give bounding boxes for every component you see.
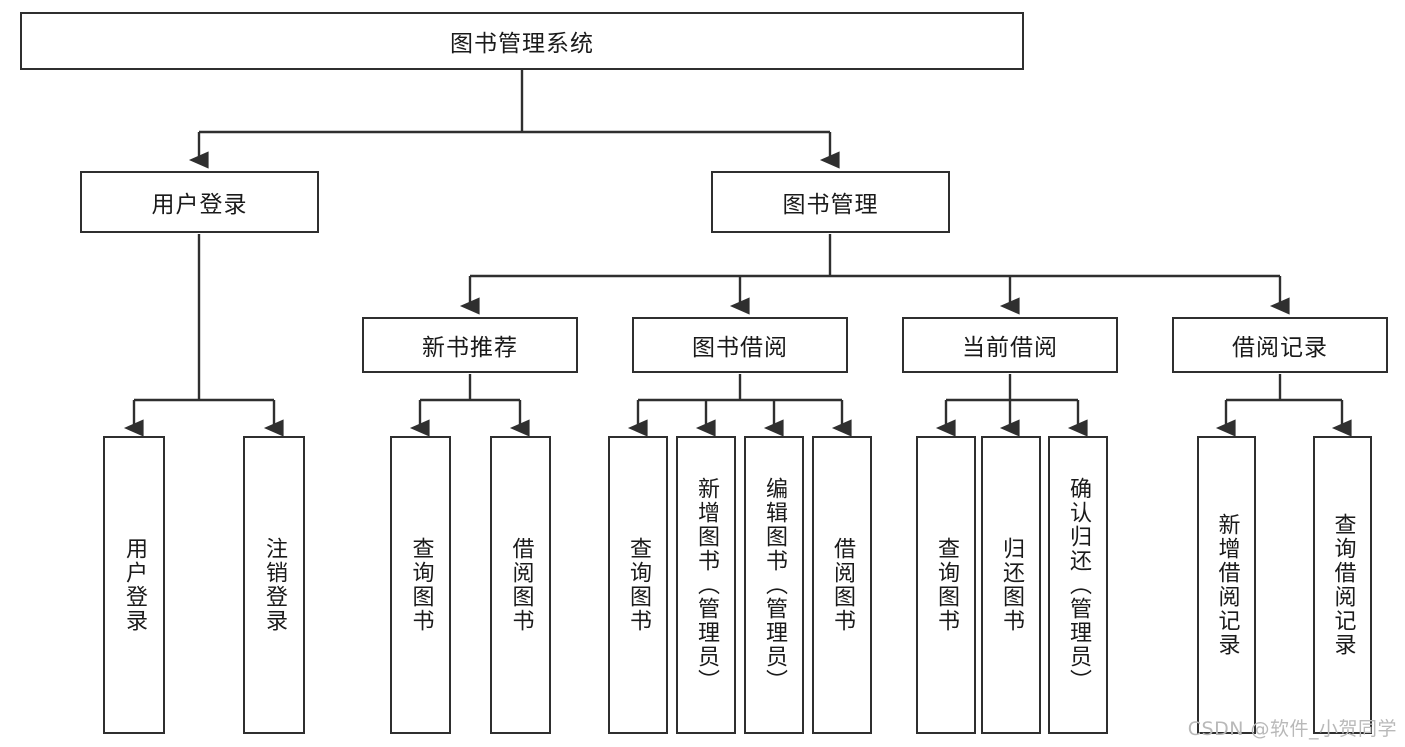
node-label: 图书管理系统 — [450, 31, 594, 57]
node-label: 图书管理 — [782, 192, 879, 218]
node-label: 编辑图书（管理员） — [761, 477, 787, 693]
node-label: 当前借阅 — [962, 335, 1058, 361]
node-label: 查询图书 — [933, 537, 959, 633]
node-leaf-edit-book-admin[interactable]: 编辑图书（管理员） — [744, 436, 804, 734]
node-label: 查询借阅记录 — [1330, 513, 1356, 657]
node-label: 用户登录 — [121, 537, 147, 633]
node-leaf-query-borrow-record[interactable]: 查询借阅记录 — [1313, 436, 1372, 734]
node-label: 新增借阅记录 — [1214, 513, 1240, 657]
node-book-manage[interactable]: 图书管理 — [711, 171, 950, 233]
node-label: 借阅图书 — [829, 537, 855, 633]
node-new-book-recommend[interactable]: 新书推荐 — [362, 317, 578, 373]
node-label: 确认归还（管理员） — [1065, 477, 1091, 693]
node-leaf-borrow-book-2[interactable]: 借阅图书 — [812, 436, 872, 734]
node-label: 查询图书 — [625, 537, 651, 633]
node-label: 注销登录 — [261, 537, 287, 633]
node-leaf-query-book-2[interactable]: 查询图书 — [608, 436, 668, 734]
node-label: 用户登录 — [151, 192, 248, 218]
node-leaf-confirm-return-admin[interactable]: 确认归还（管理员） — [1048, 436, 1108, 734]
node-label: 借阅图书 — [508, 537, 534, 633]
node-label: 新书推荐 — [422, 335, 518, 361]
node-leaf-query-book-3[interactable]: 查询图书 — [916, 436, 976, 734]
node-leaf-add-borrow-record[interactable]: 新增借阅记录 — [1197, 436, 1256, 734]
node-label: 图书借阅 — [692, 335, 788, 361]
node-borrow-record[interactable]: 借阅记录 — [1172, 317, 1388, 373]
watermark-csdn: CSDN @软件_小贺同学 — [1187, 718, 1397, 740]
node-leaf-user-login[interactable]: 用户登录 — [103, 436, 165, 734]
node-label: 新增图书（管理员） — [693, 477, 719, 693]
node-label: 查询图书 — [408, 537, 434, 633]
node-leaf-query-book-1[interactable]: 查询图书 — [390, 436, 451, 734]
node-leaf-add-book-admin[interactable]: 新增图书（管理员） — [676, 436, 736, 734]
node-current-borrow[interactable]: 当前借阅 — [902, 317, 1118, 373]
node-leaf-borrow-book-1[interactable]: 借阅图书 — [490, 436, 551, 734]
node-label: 归还图书 — [998, 537, 1024, 633]
node-leaf-logout-login[interactable]: 注销登录 — [243, 436, 305, 734]
node-user-login[interactable]: 用户登录 — [80, 171, 319, 233]
node-root-system[interactable]: 图书管理系统 — [20, 12, 1024, 70]
node-book-borrow[interactable]: 图书借阅 — [632, 317, 848, 373]
node-label: 借阅记录 — [1232, 335, 1328, 361]
node-leaf-return-book[interactable]: 归还图书 — [981, 436, 1041, 734]
